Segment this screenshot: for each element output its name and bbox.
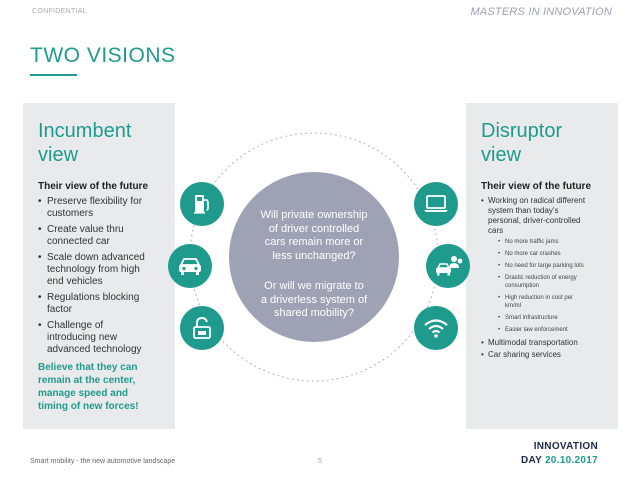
disruptor-title: Disruptor view [481, 120, 563, 166]
incumbent-content: Incumbent view Their view of the future … [38, 119, 173, 413]
disruptor-content: Disruptor view Their view of the future … [481, 119, 615, 362]
list-item: Working on radical different system than… [481, 196, 615, 334]
brand-logo-text: MASTERS IN INNOVATION [470, 6, 612, 18]
title-underline [30, 74, 77, 76]
incumbent-subheading: Their view of the future [38, 181, 149, 192]
incumbent-title: Incumbent view [38, 120, 132, 166]
incumbent-bullet-list: Preserve flexibility for customers Creat… [38, 196, 173, 356]
page-number: 5 [318, 458, 322, 465]
fuel-pump-icon [180, 182, 224, 226]
list-item: Smart infrastructure [498, 314, 615, 322]
list-item: Multimodal transportation [481, 338, 615, 348]
list-item: Drastic reduction of energy consumption [498, 274, 615, 290]
footer-caption: Smart mobility - the new automotive land… [30, 458, 176, 465]
question-ownership: Will private ownership of driver control… [260, 209, 368, 262]
disruptor-subbullet-list: No more traffic jams No more car crashes… [488, 238, 615, 334]
list-item: Preserve flexibility for customers [38, 196, 173, 220]
incumbent-conclusion: Believe that they can remain at the cent… [38, 362, 139, 412]
innovation-day-logo: INNOVATION [533, 441, 598, 452]
list-item: No need for large parking lots [498, 262, 615, 270]
car-sharing-icon [426, 244, 470, 288]
car-icon [168, 244, 212, 288]
list-item: No more car crashes [498, 250, 615, 258]
wifi-icon [414, 306, 458, 350]
list-item: Scale down advanced technology from high… [38, 252, 173, 288]
list-item: No more traffic jams [498, 238, 615, 246]
list-item: Challenge of introducing new advanced te… [38, 320, 173, 356]
central-question-circle [229, 172, 399, 342]
confidential-label: CONFIDENTIAL [32, 8, 87, 15]
slide-title: TWO VISIONS [30, 44, 176, 67]
question-driverless: Or will we migrate to a driverless syste… [260, 280, 368, 319]
laptop-icon [414, 182, 458, 226]
innovation-day-date: DAY 20.10.2017 [520, 455, 598, 466]
list-item: Car sharing services [481, 350, 615, 360]
list-item: High reduction in cost per km/ml [498, 294, 615, 310]
disruptor-subheading: Their view of the future [481, 181, 592, 192]
list-item: Regulations blocking factor [38, 292, 173, 316]
list-item: Easier law enforcement [498, 326, 615, 334]
list-item: Create value thru connected car [38, 224, 173, 248]
unlock-icon [180, 306, 224, 350]
disruptor-bullet-list: Working on radical different system than… [481, 196, 615, 360]
